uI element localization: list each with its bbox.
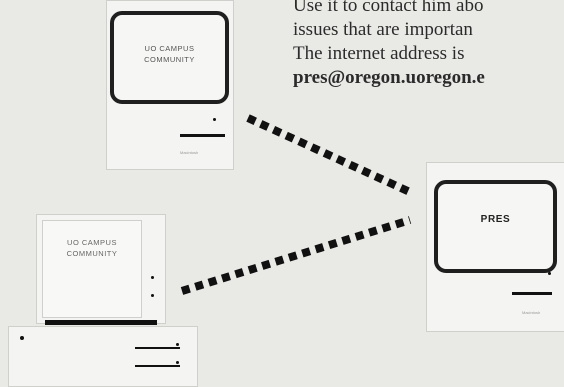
article-text: Use it to contact him abo issues that ar… bbox=[293, 0, 564, 90]
disk-slot bbox=[512, 292, 552, 295]
brand-label: Macintosh bbox=[522, 310, 541, 315]
indicator-dot bbox=[151, 276, 154, 279]
monitor-screen: UO CAMPUS COMMUNITY bbox=[110, 11, 229, 104]
text-line: The internet address is bbox=[293, 43, 465, 64]
keyboard-unit bbox=[8, 326, 198, 387]
drive-slot bbox=[135, 365, 180, 367]
drive-light bbox=[176, 361, 179, 364]
computer-uo-campus-top: UO CAMPUS COMMUNITY Macintosh bbox=[104, 0, 244, 175]
power-light bbox=[213, 118, 216, 121]
drive-slot bbox=[135, 347, 180, 349]
text-line: issues that are importan bbox=[293, 19, 473, 40]
text-line: Use it to contact him abo bbox=[293, 0, 484, 16]
screen-label: PRES bbox=[480, 214, 511, 225]
screen-label-line2: COMMUNITY bbox=[144, 55, 195, 64]
screen-label-line1: UO CAMPUS bbox=[67, 238, 117, 247]
screen-label-line1: UO CAMPUS bbox=[144, 44, 195, 53]
computer-monitor-body: UO CAMPUS COMMUNITY bbox=[42, 220, 142, 318]
screen-label: UO CAMPUS COMMUNITY bbox=[43, 237, 141, 259]
power-light bbox=[20, 336, 24, 340]
screen-label-line2: COMMUNITY bbox=[66, 249, 118, 258]
brand-label: Macintosh bbox=[180, 150, 199, 155]
indicator-dot bbox=[151, 294, 154, 297]
monitor-screen: PRES bbox=[434, 180, 557, 273]
disk-slot bbox=[180, 134, 225, 137]
power-light bbox=[548, 272, 551, 275]
drive-light bbox=[176, 343, 179, 346]
email-address: pres@oregon.uoregon.e bbox=[293, 67, 485, 88]
connection-line-bottom bbox=[180, 216, 412, 295]
screen-label: UO CAMPUS COMMUNITY bbox=[114, 43, 225, 65]
connection-line-top bbox=[246, 114, 414, 197]
base-bar bbox=[45, 320, 157, 325]
computer-uo-campus-bottom: UO CAMPUS COMMUNITY bbox=[0, 200, 200, 387]
computer-pres: PRES Macintosh bbox=[426, 162, 564, 332]
